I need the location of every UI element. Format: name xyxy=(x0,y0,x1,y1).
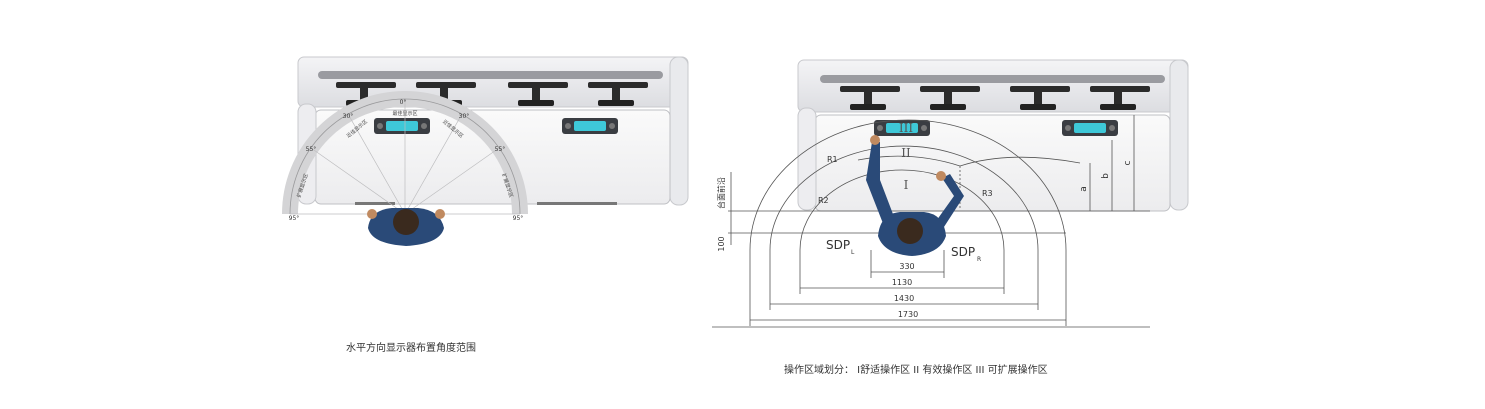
zone-label-two: II xyxy=(901,146,911,160)
operator-figure-icon xyxy=(866,135,964,256)
left-caption: 水平方向显示器布置角度范围 xyxy=(346,343,476,354)
dim-1130: 1130 xyxy=(892,278,912,287)
sdp-right-sub: R xyxy=(977,256,981,263)
angle-label-right-30: 30° xyxy=(459,113,470,120)
operator-figure-icon xyxy=(367,208,445,246)
control-panel-icon xyxy=(374,118,430,134)
monitor-arm-icon xyxy=(1010,86,1070,110)
monitor-arm-icon xyxy=(920,86,980,110)
angle-label-0: 0° xyxy=(400,99,407,106)
zone-label-three: III xyxy=(899,121,913,135)
monitor-arm-icon xyxy=(1090,86,1150,110)
radius-label-r3: R3 xyxy=(982,189,993,198)
offset-100-label: 100 xyxy=(717,236,726,251)
angle-label-left-55: 55° xyxy=(306,146,317,153)
dimension-lines xyxy=(712,115,1150,328)
desk-edge-label: 台面前沿 xyxy=(716,177,726,209)
sdp-left-sub: L xyxy=(851,249,855,256)
control-panel-icon xyxy=(874,120,930,136)
right-console xyxy=(797,59,1189,212)
dim-1730: 1730 xyxy=(898,310,918,319)
right-caption: 操作区域划分： I舒适操作区 II 有效操作区 III 可扩展操作区 xyxy=(784,365,1048,376)
sdp-left-label: SDP xyxy=(826,238,850,252)
dim-1430: 1430 xyxy=(894,294,914,303)
radius-label-r2: R2 xyxy=(818,196,829,205)
control-panel-icon xyxy=(562,118,618,134)
zone-label-center: 最佳显示区 xyxy=(392,110,417,117)
zone-label-one: I xyxy=(904,178,909,192)
angle-label-left-30: 30° xyxy=(343,113,354,120)
dim-330: 330 xyxy=(899,262,914,271)
angle-label-left-95: 95° xyxy=(289,215,300,222)
height-label-b: b xyxy=(1101,173,1111,179)
monitor-arm-icon xyxy=(588,82,648,106)
control-panel-icon xyxy=(1062,120,1118,136)
monitor-arm-icon xyxy=(840,86,900,110)
angle-label-right-55: 55° xyxy=(495,146,506,153)
radius-label-r1: R1 xyxy=(827,155,838,164)
angle-label-right-95: 95° xyxy=(513,215,524,222)
height-label-c: c xyxy=(1123,160,1133,165)
reach-arcs xyxy=(749,119,1081,251)
sdp-right-label: SDP xyxy=(951,245,975,259)
height-label-a: a xyxy=(1079,186,1089,192)
monitor-arm-icon xyxy=(508,82,568,106)
